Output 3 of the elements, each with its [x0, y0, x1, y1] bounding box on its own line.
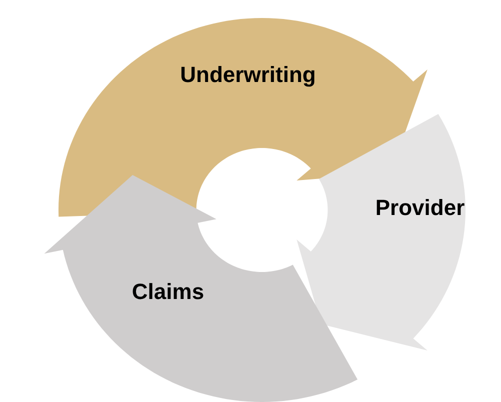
segment-label: Claims	[132, 279, 204, 305]
segment-label: Underwriting	[180, 62, 316, 88]
segment-label: Provider	[375, 195, 465, 221]
